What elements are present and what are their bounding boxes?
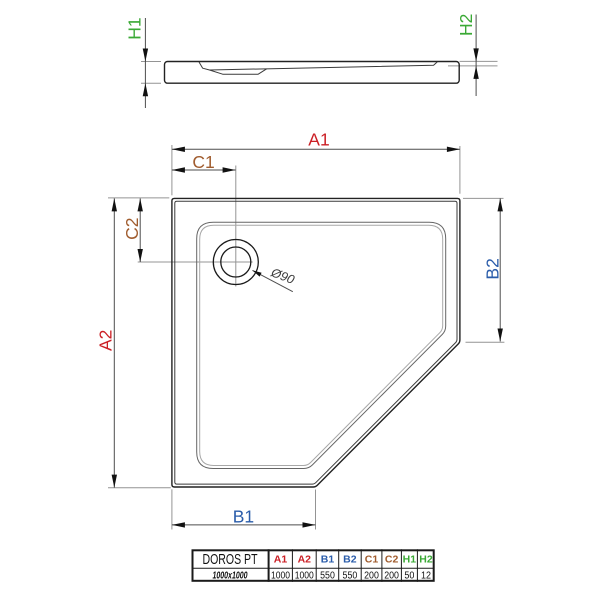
svg-text:A2: A2	[96, 330, 116, 351]
svg-text:200: 200	[384, 571, 399, 582]
svg-text:C2: C2	[385, 554, 399, 566]
svg-text:550: 550	[343, 571, 358, 582]
svg-text:H1: H1	[125, 17, 145, 39]
svg-text:H2: H2	[456, 14, 476, 36]
svg-text:DOROS PT: DOROS PT	[203, 551, 258, 568]
svg-text:B2: B2	[343, 554, 357, 566]
svg-text:12: 12	[421, 571, 431, 582]
svg-text:Ø90: Ø90	[268, 265, 296, 287]
svg-text:1000: 1000	[271, 571, 290, 582]
svg-text:B2: B2	[482, 258, 502, 279]
svg-text:A1: A1	[308, 129, 329, 149]
svg-text:550: 550	[320, 571, 335, 582]
svg-text:B1: B1	[233, 507, 254, 527]
svg-text:C2: C2	[122, 218, 142, 240]
svg-text:H1: H1	[403, 554, 417, 566]
svg-text:C1: C1	[365, 554, 379, 566]
svg-text:B1: B1	[321, 554, 335, 566]
svg-text:C1: C1	[192, 152, 214, 172]
svg-text:A2: A2	[298, 554, 312, 566]
svg-text:1000x1000: 1000x1000	[213, 571, 248, 582]
svg-text:1000: 1000	[295, 571, 314, 582]
svg-text:H2: H2	[419, 554, 433, 566]
svg-text:50: 50	[404, 571, 414, 582]
svg-text:200: 200	[364, 571, 379, 582]
svg-text:A1: A1	[274, 554, 288, 566]
